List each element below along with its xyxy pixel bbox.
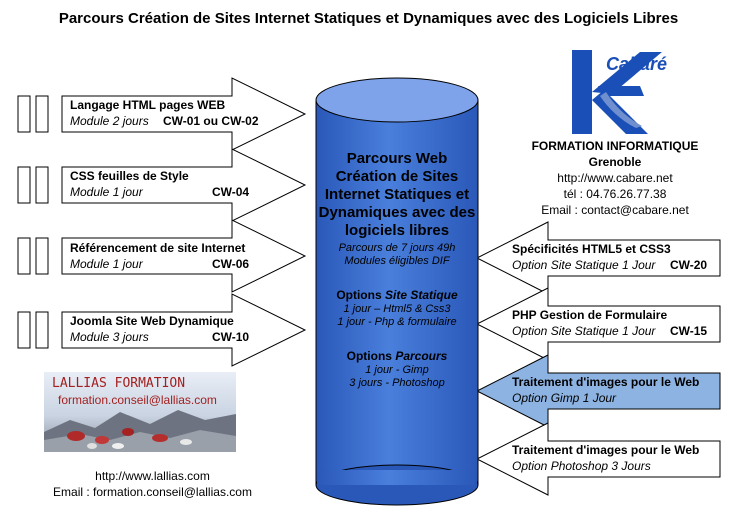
cylinder-static-1: 1 jour – Html5 & Css3 (343, 303, 451, 315)
cabare-url[interactable]: http://www.cabare.net (557, 171, 673, 185)
cylinder-title: Parcours Web Création de Sites Internet … (318, 150, 476, 239)
cylinder-parcours-2: 3 jours - Photoshop (349, 377, 445, 389)
left-module-2: CSS feuilles de Style Module 1 jour CW-0… (70, 168, 266, 200)
left-module-3-code: CW-06 (212, 257, 250, 271)
left-module-3-sub: Module 1 jour (70, 257, 143, 271)
cylinder-parcours-1: 1 jour - Gimp (365, 364, 429, 376)
right-module-3: Traitement d'images pour le Web Option G… (512, 374, 717, 406)
lallias-picture (44, 372, 236, 452)
left-module-2-title: CSS feuilles de Style (70, 169, 189, 183)
right-module-4-sub: Option Photoshop 3 Jours (512, 459, 651, 473)
left-module-2-code: CW-04 (212, 185, 250, 199)
left-module-2-sub: Module 1 jour (70, 185, 143, 199)
left-arrows (61, 77, 307, 367)
left-module-3-title: Référencement de site Internet (70, 241, 246, 255)
left-module-4-title: Joomla Site Web Dynamique (70, 314, 234, 328)
left-module-4-code: CW-10 (212, 330, 250, 344)
right-module-2-code: CW-15 (670, 324, 708, 338)
right-module-2: PHP Gestion de Formulaire Option Site St… (512, 307, 717, 339)
cabare-email[interactable]: Email : contact@cabare.net (541, 203, 689, 217)
cabare-tel: tél : 04.76.26.77.38 (563, 187, 667, 201)
right-module-1: Spécificités HTML5 et CSS3 Option Site S… (512, 241, 717, 273)
right-arrows (475, 221, 721, 496)
left-checkboxes (17, 95, 49, 349)
right-module-2-title: PHP Gestion de Formulaire (512, 308, 668, 322)
left-module-3: Référencement de site Internet Module 1 … (70, 240, 266, 272)
left-arrow-4 (61, 293, 307, 367)
cabare-info: FORMATION INFORMATIQUE Grenoble http://w… (520, 138, 710, 218)
right-module-1-title: Spécificités HTML5 et CSS3 (512, 242, 671, 256)
cabare-logo (572, 50, 662, 134)
right-module-1-sub: Option Site Statique 1 Jour (512, 258, 656, 272)
right-arrow-1 (475, 221, 721, 295)
cylinder (315, 77, 479, 506)
right-module-3-title: Traitement d'images pour le Web (512, 375, 700, 389)
right-module-1-code: CW-20 (670, 258, 708, 272)
page-title: Parcours Création de Sites Internet Stat… (58, 10, 679, 27)
cylinder-dif: Modules éligibles DIF (344, 255, 450, 267)
right-module-2-sub: Option Site Statique 1 Jour (512, 324, 656, 338)
right-arrow-2 (475, 287, 721, 361)
right-module-4-title: Traitement d'images pour le Web (512, 443, 700, 457)
right-module-3-sub: Option Gimp 1 Jour (512, 391, 617, 405)
cylinder-parcours-heading: Options Parcours (346, 349, 448, 363)
left-arrow-3 (61, 219, 307, 293)
left-module-4: Joomla Site Web Dynamique Module 3 jours… (70, 313, 266, 345)
lallias-name: LALLIAS FORMATION (52, 376, 186, 391)
lallias-email[interactable]: Email : formation.conseil@lallias.com (53, 485, 252, 499)
left-module-1-sub: Module 2 jours (70, 114, 149, 128)
cylinder-duration: Parcours de 7 jours 49h (338, 242, 456, 254)
cylinder-static-heading: Options Site Statique (336, 288, 458, 302)
left-module-1-title: Langage HTML pages WEB (70, 98, 226, 112)
cylinder-text: Parcours Web Création de Sites Internet … (318, 150, 476, 390)
right-arrow-4 (475, 422, 721, 496)
lallias-url[interactable]: http://www.lallias.com (95, 469, 210, 483)
cabare-city: Grenoble (588, 155, 642, 169)
left-arrow-1 (61, 77, 307, 151)
lallias-info: http://www.lallias.com Email : formation… (20, 468, 285, 500)
left-arrow-2 (61, 148, 307, 222)
left-module-1-code: CW-01 ou CW-02 (163, 114, 259, 128)
left-module-4-sub: Module 3 jours (70, 330, 149, 344)
cylinder-static-2: 1 jour - Php & formulaire (337, 316, 457, 328)
cabare-logo-name: Cabaré (606, 54, 668, 74)
right-module-4: Traitement d'images pour le Web Option P… (512, 442, 717, 474)
cabare-formation: FORMATION INFORMATIQUE (531, 139, 699, 153)
left-module-1: Langage HTML pages WEB Module 2 jours CW… (70, 97, 266, 129)
lallias-mail: formation.conseil@lallias.com (58, 393, 217, 407)
right-arrow-3 (475, 354, 721, 428)
